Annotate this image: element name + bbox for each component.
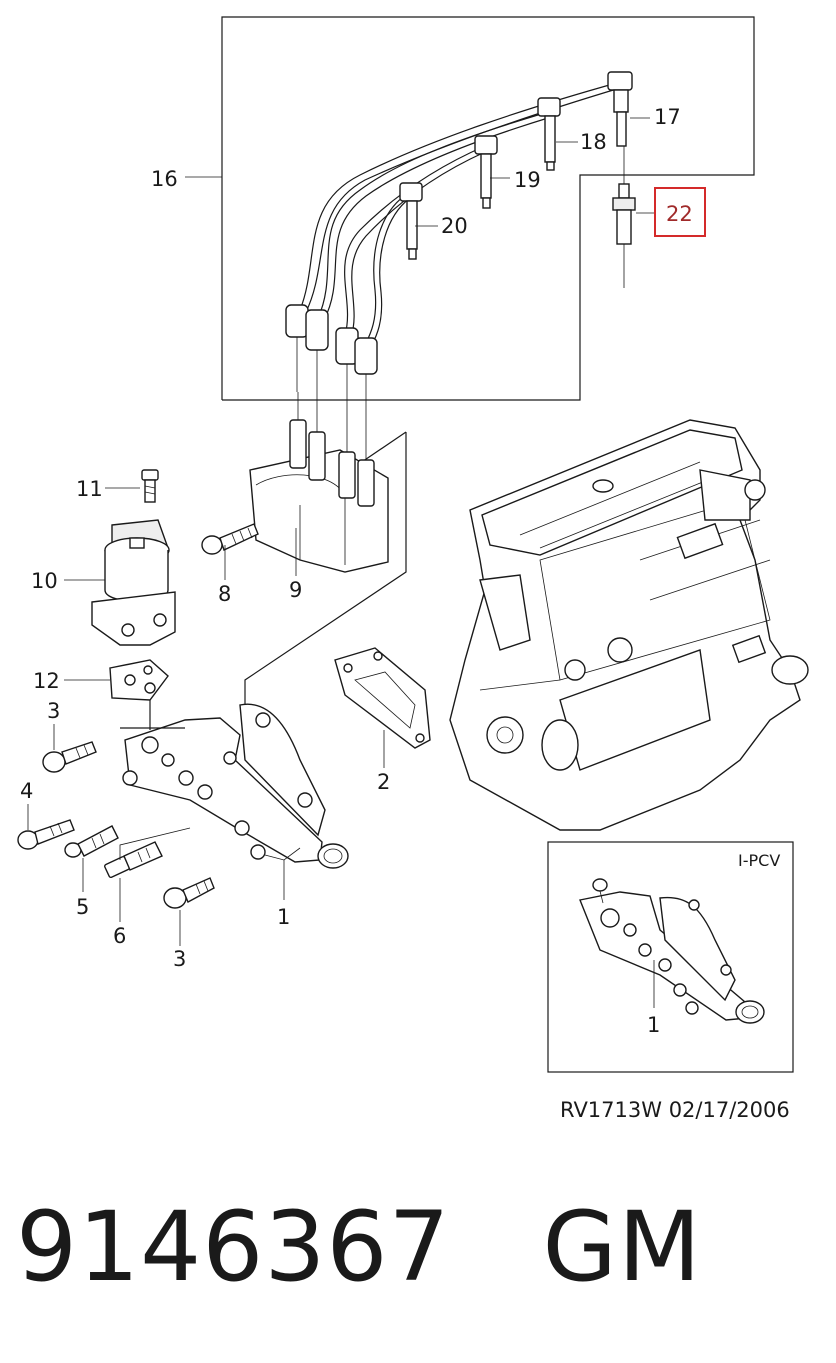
callout-1: 1	[277, 905, 290, 929]
highlight-box	[654, 187, 706, 237]
engine-block	[449, 419, 809, 831]
callout-5: 5	[76, 895, 89, 919]
adapter-bolt-3-lower	[163, 877, 215, 909]
parts-diagram: 16 17 18 19 20 22 11 10 12 3 4 5 6 3 8 9…	[17, 16, 809, 1073]
ignition-coil	[249, 392, 389, 573]
callout-10: 10	[31, 569, 58, 593]
spark-plug	[612, 146, 636, 288]
callout-6: 6	[113, 924, 126, 948]
callout-22: 22	[666, 202, 693, 226]
callout-11: 11	[76, 477, 103, 501]
callout-20: 20	[441, 214, 468, 238]
callout-17: 17	[654, 105, 681, 129]
wire-boot-19	[474, 135, 498, 209]
callout-12: 12	[33, 669, 60, 693]
temperature-sensor	[64, 825, 119, 858]
inset-callout-1: 1	[647, 1013, 660, 1037]
brand-name: GM	[542, 1191, 702, 1303]
adapter-bolt-3-upper	[42, 741, 97, 773]
coil-end-boots	[285, 304, 378, 392]
part-number: 9146367	[16, 1191, 451, 1303]
callout-16: 16	[151, 167, 178, 191]
pressure-sensor	[104, 841, 163, 879]
callout-3-lower: 3	[173, 947, 186, 971]
wire-boot-18	[537, 97, 561, 171]
inset-label: I-PCV	[738, 851, 780, 870]
callout-19: 19	[514, 168, 541, 192]
wire-boot-17	[607, 71, 633, 147]
i-pcv-inset	[547, 841, 794, 1073]
callout-18: 18	[580, 130, 607, 154]
callout-8: 8	[218, 582, 231, 606]
egr-valve	[91, 519, 176, 646]
footer-part-label: 9146367 GM	[16, 1192, 702, 1302]
wire-boot-20	[399, 182, 423, 260]
coil-bolt	[201, 523, 259, 555]
leader-lines	[27, 117, 656, 1008]
callout-3-upper: 3	[47, 699, 60, 723]
callout-9: 9	[289, 578, 302, 602]
adapter-gasket	[334, 647, 431, 749]
egr-valve-bolt	[141, 469, 159, 503]
callout-2: 2	[377, 770, 390, 794]
drawing-reference: RV1713W 02/17/2006	[560, 1098, 790, 1122]
callout-labels: 16 17 18 19 20 22 11 10 12 3 4 5 6 3 8 9…	[20, 105, 780, 1037]
egr-gasket	[109, 659, 169, 701]
callout-4: 4	[20, 779, 33, 803]
ignition-wire-frame	[221, 16, 755, 401]
egr-adapter	[120, 700, 349, 869]
adapter-bolt-4	[17, 819, 75, 850]
